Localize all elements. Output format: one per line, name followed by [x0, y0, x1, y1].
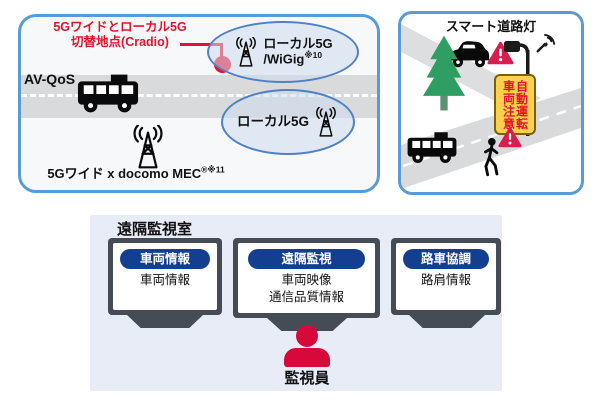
monitor-screen: 路車協調 路肩情報 [396, 243, 496, 310]
screen-line: 通信品質情報 [268, 290, 344, 304]
switch-point-line1: 5Gワイドとローカル5G [53, 20, 187, 34]
monitor-vehicle-info: 車両情報 車両情報 [108, 238, 222, 315]
local5g-coverage: ローカル5G [221, 89, 355, 155]
monitoring-room-panel: 遠隔監視室 車両情報 車両情報 遠隔監視 車両映像 通信品質情報 路車協調 路肩… [90, 215, 502, 391]
operator-icon [296, 325, 318, 347]
streetlight-panel-title: スマート道路灯 [445, 19, 537, 34]
5g-wide-mec-label: 5Gワイド x docomo MEC®※11 [47, 164, 225, 181]
screen-line: 車両情報 [139, 273, 190, 287]
screen-pill: 路車協調 [403, 249, 489, 269]
operator-icon [284, 348, 330, 367]
pedestrian-icon [484, 137, 499, 177]
antenna-icon [133, 125, 163, 169]
note-11: ®※11 [201, 164, 225, 175]
antenna-icon [236, 37, 257, 67]
signal-icon [536, 34, 555, 53]
sign-left-column: 車両注意 [501, 79, 516, 130]
screen-line: 路肩情報 [420, 273, 471, 287]
road-center-line [21, 94, 377, 97]
monitor-remote-monitoring: 遠隔監視 車両映像 通信品質情報 [233, 238, 380, 318]
monitor-stand [267, 318, 347, 331]
local5g-wigig-label: ローカル5G /WiGig※10 [263, 36, 333, 67]
monitor-screen: 遠隔監視 車両映像 通信品質情報 [238, 243, 375, 313]
callout-line-horizontal [180, 43, 223, 46]
monitoring-room-title: 遠隔監視室 [117, 221, 193, 238]
bus-icon [77, 74, 139, 113]
monitor-stand [127, 315, 203, 328]
screen-pill: 車両情報 [120, 249, 210, 269]
warning-icon [498, 127, 522, 148]
monitor-road-coordination: 路車協調 路肩情報 [391, 238, 501, 315]
local5g-label: ローカル5G [236, 113, 309, 129]
antenna-icon [316, 107, 336, 137]
network-coverage-panel: AV-QoS 5Gワイドとローカル5G 切替地点(Cradio) [18, 14, 380, 193]
local5g-wigig-coverage: ローカル5G /WiGig※10 [207, 21, 359, 83]
car-icon [450, 41, 490, 68]
operator-label: 監視員 [284, 370, 330, 387]
bus-icon [407, 132, 457, 163]
caution-sign: 車両注意 自動運転 [494, 74, 536, 135]
monitor-screen: 車両情報 車両情報 [113, 243, 217, 310]
switch-point-line2: 切替地点(Cradio) [71, 34, 169, 49]
av-qos-label: AV-QoS [24, 71, 76, 87]
sign-right-column: 自動運転 [514, 79, 529, 130]
tree-icon [423, 35, 465, 111]
note-10: ※10 [304, 50, 323, 61]
monitor-stand [409, 315, 485, 328]
screen-line: 車両映像 [281, 273, 332, 287]
switch-point-label: 5Gワイドとローカル5G 切替地点(Cradio) [37, 20, 203, 50]
screen-pill: 遠隔監視 [247, 249, 366, 269]
smart-streetlight-panel: スマート道路灯 [398, 11, 584, 195]
warning-icon [487, 41, 514, 65]
